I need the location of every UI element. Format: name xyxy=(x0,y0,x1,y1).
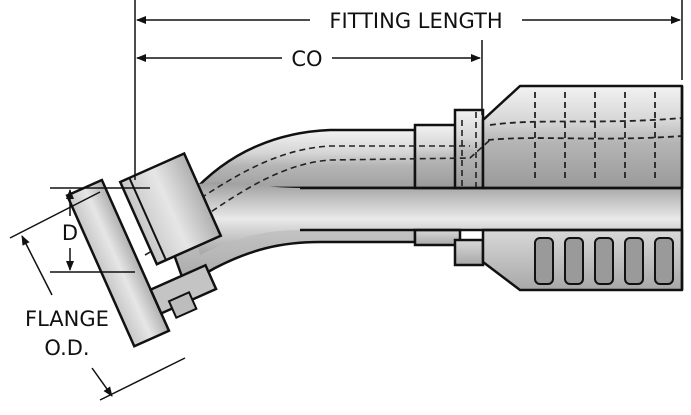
co-label: CO xyxy=(291,47,322,71)
socket-ridges-upper xyxy=(487,92,683,182)
hidden-lines xyxy=(144,112,491,256)
flange-plate xyxy=(65,178,218,348)
flange-hub xyxy=(118,151,223,266)
flange-od-label-line2: O.D. xyxy=(44,336,89,360)
nipple-upper xyxy=(413,123,462,190)
flange-od-ext-top xyxy=(9,191,101,239)
d-label: D xyxy=(62,221,78,245)
nipple-lower xyxy=(413,228,462,247)
flange-od-line-top xyxy=(21,235,53,296)
socket-teeth-lower xyxy=(534,237,674,285)
bent-tube-upper xyxy=(148,128,417,197)
flange-od-ext-bottom xyxy=(99,357,186,401)
collar-upper xyxy=(453,108,485,190)
flange-od-line-bottom xyxy=(91,367,113,397)
flange-od-label-line1: FLANGE xyxy=(25,307,109,331)
fitting-length-label: FITTING LENGTH xyxy=(329,9,502,33)
collar-lower xyxy=(453,238,485,267)
bore xyxy=(185,182,682,255)
